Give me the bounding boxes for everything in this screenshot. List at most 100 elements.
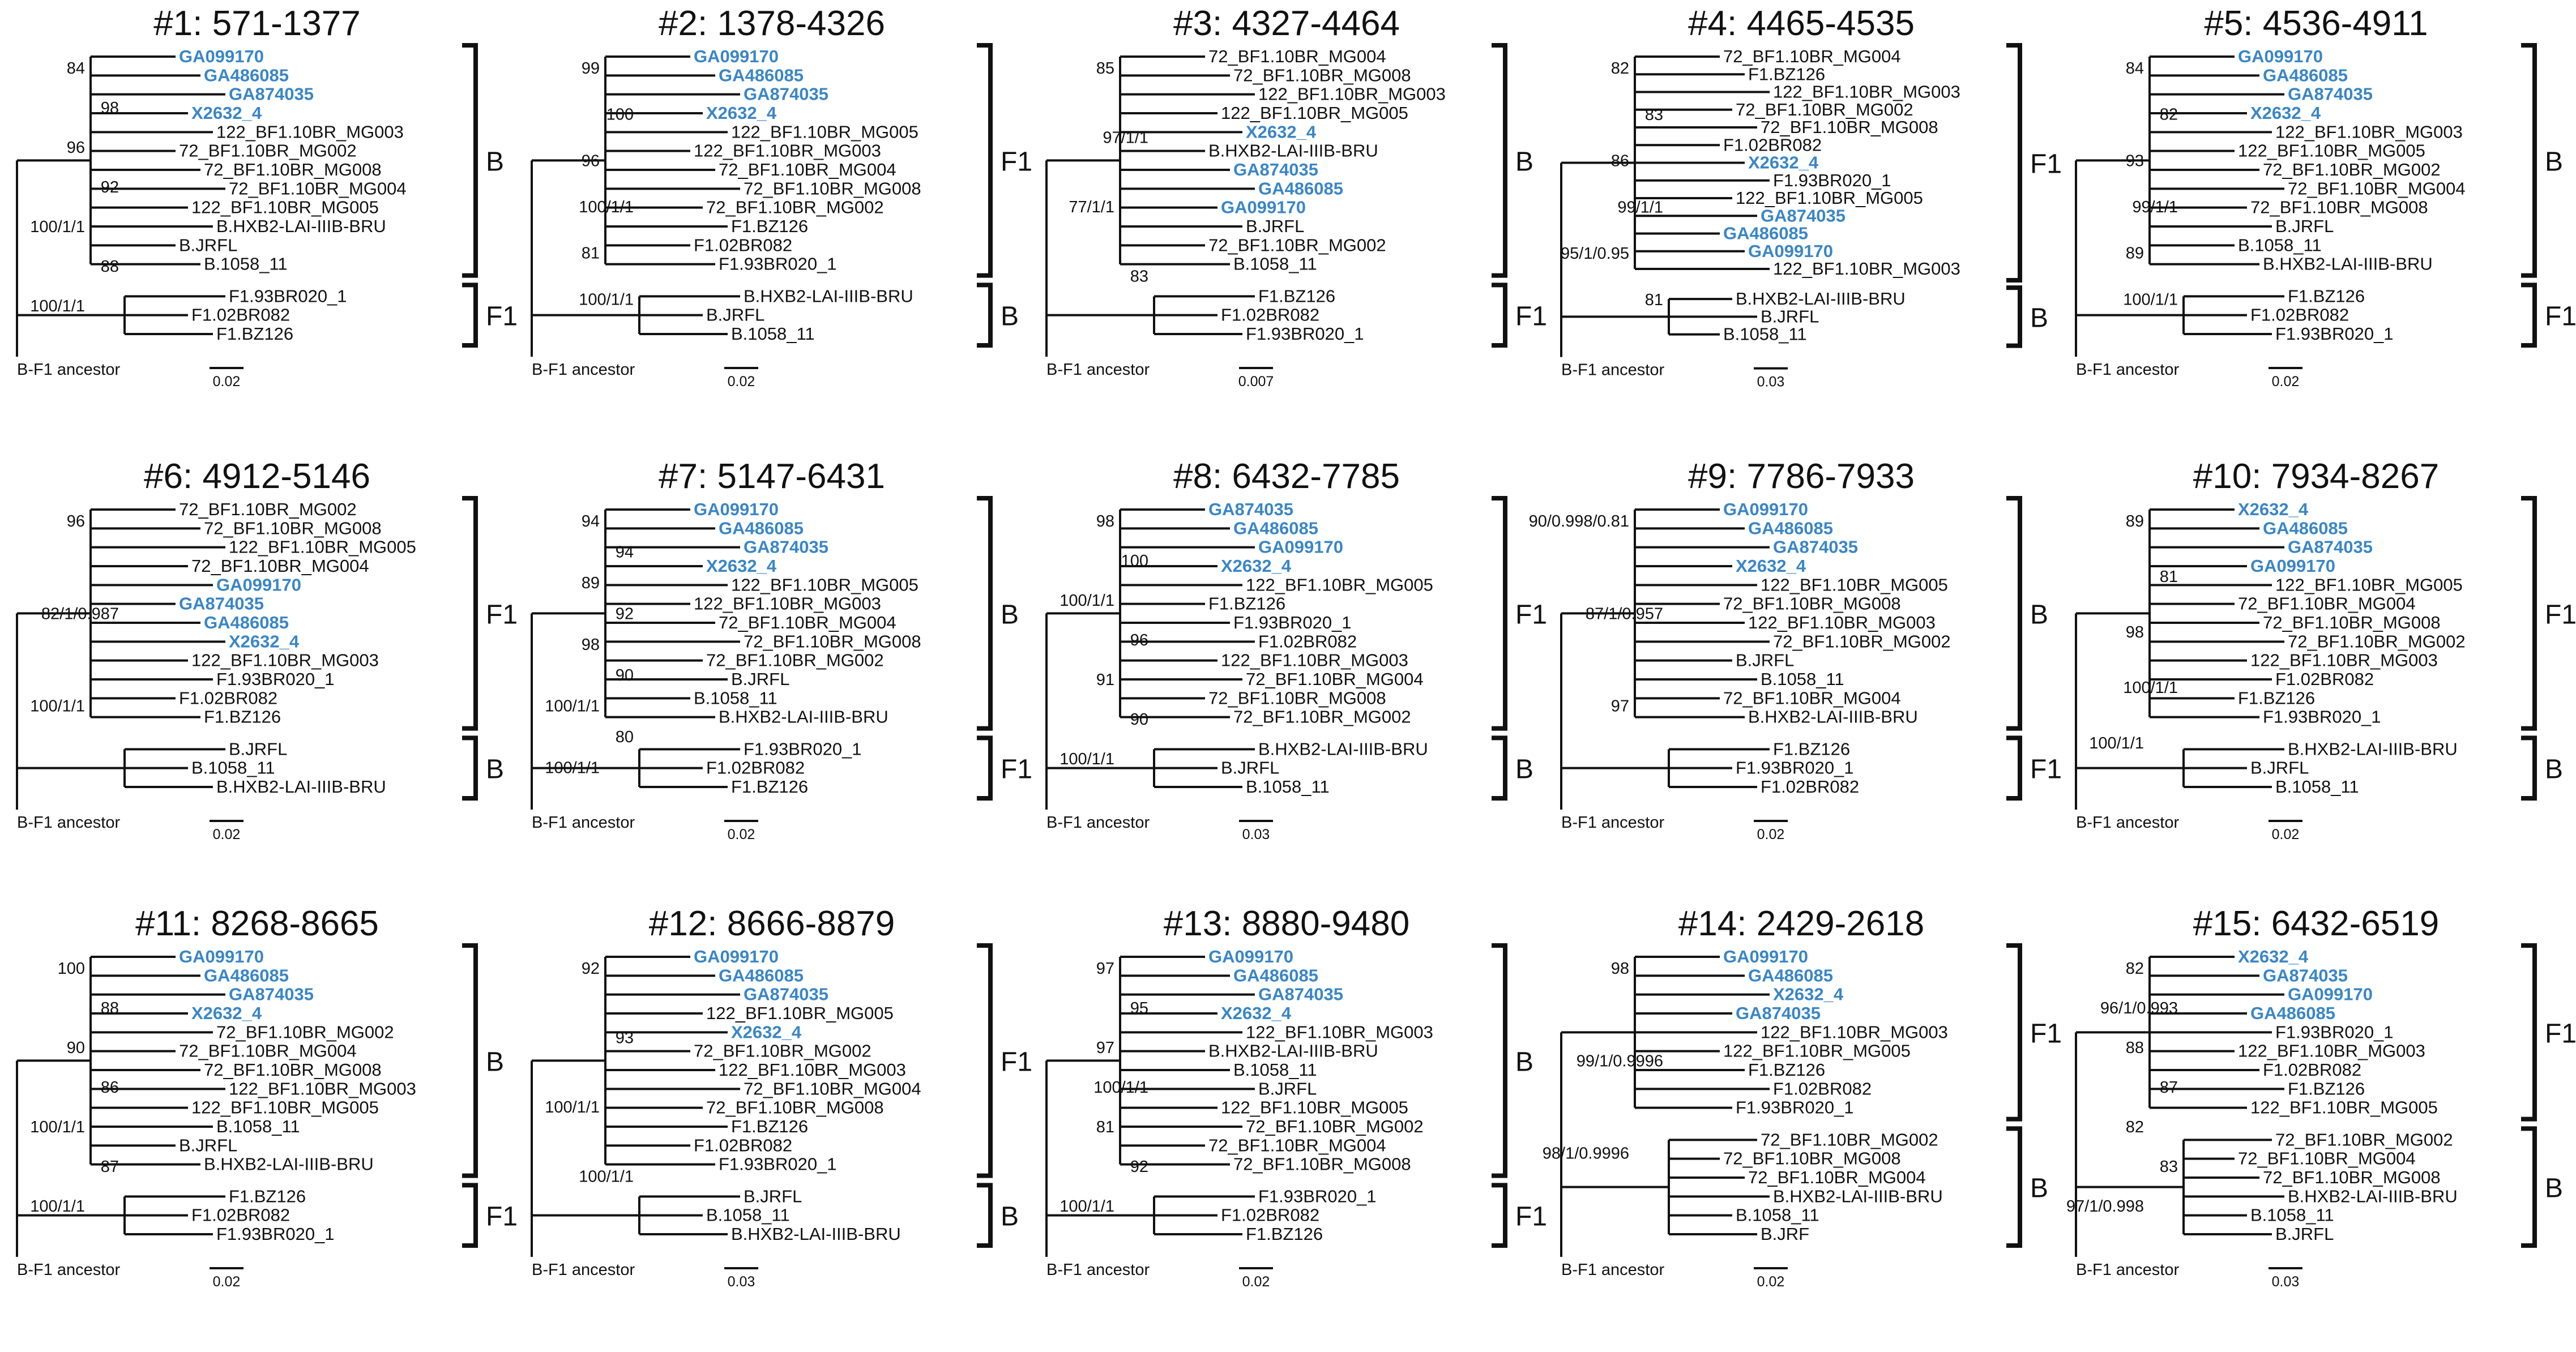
tip-label: GA486085: [1233, 518, 1318, 538]
tip-label: 72_BF1.10BR_MG008: [744, 178, 921, 198]
tip-label: B.JRFL: [706, 305, 764, 325]
ancestor-label: B-F1 ancestor: [2076, 1261, 2179, 1279]
tip-label: 122_BF1.10BR_MG005: [731, 575, 919, 594]
support-value: 86: [1611, 152, 1629, 170]
tip-label: 122_BF1.10BR_MG003: [1258, 84, 1446, 104]
tip-label: 122_BF1.10BR_MG005: [1723, 1041, 1911, 1061]
clade-bracket: [2006, 943, 2022, 1122]
tip-label: X2632_4: [1748, 153, 1819, 173]
tree-panel: #4: 4465-453572_BF1.10BR_MG004F1.BZ12612…: [1560, 4, 2062, 390]
support-value: 100/1/1: [1093, 1079, 1148, 1097]
tip-label: F1.93BR020_1: [216, 1224, 335, 1244]
tip-label: GA099170: [1258, 537, 1343, 557]
tree-panel: #14: 2429-2618GA099170GA486085X2632_4GA8…: [1543, 904, 2062, 1290]
tip-label: F1.93BR020_1: [1773, 170, 1891, 190]
tip-label: B.HXB2-LAI-IIIB-BRU: [216, 777, 386, 797]
support-value: 95: [1130, 999, 1148, 1017]
support-value: 92: [616, 605, 634, 623]
support-value: 97/1/0.998: [2066, 1197, 2144, 1216]
tip-label: B.JRFL: [731, 669, 789, 689]
ancestor-label: B-F1 ancestor: [2076, 361, 2179, 379]
tip-label: X2632_4: [1221, 556, 1292, 576]
tip-label: X2632_4: [706, 103, 777, 123]
ancestor-label: B-F1 ancestor: [1561, 361, 1664, 379]
tip-label: GA874035: [229, 985, 314, 1004]
tip-label: 122_BF1.10BR_MG003: [1773, 82, 1960, 102]
tip-label: GA486085: [1723, 224, 1808, 243]
scale-label: 0.02: [2272, 374, 2300, 390]
clade-bracket: [462, 943, 478, 1178]
tip-label: GA099170: [1221, 198, 1306, 217]
support-value: 90: [67, 1039, 85, 1057]
scale-label: 0.03: [2272, 1274, 2300, 1290]
tip-label: X2632_4: [731, 1022, 802, 1042]
clade-bracket: [1492, 943, 1507, 1178]
clade-label: F1: [486, 1202, 518, 1232]
tip-label: GA486085: [719, 518, 804, 538]
tip-label: B.1058_11: [1761, 669, 1844, 689]
clade-bracket: [2006, 735, 2022, 801]
tip-label: GA099170: [2250, 556, 2335, 576]
scale-label: 0.02: [1757, 1274, 1785, 1290]
tip-label: X2632_4: [1736, 556, 1806, 576]
clade-bracket: [977, 1183, 993, 1248]
tip-label: X2632_4: [1221, 1003, 1292, 1023]
tip-label: F1.93BR020_1: [1736, 1098, 1854, 1118]
clade-bracket: [1492, 43, 1507, 278]
support-value: 100/1/1: [30, 297, 85, 315]
tip-label: F1.BZ126: [2288, 286, 2365, 306]
tree-panel: #6: 4912-514672_BF1.10BR_MG00272_BF1.10B…: [16, 457, 518, 842]
tip-label: 72_BF1.10BR_MG008: [706, 1098, 884, 1118]
tip-label: 72_BF1.10BR_MG002: [694, 1041, 872, 1061]
tip-label: GA099170: [2288, 985, 2373, 1004]
support-value: 85: [1096, 59, 1114, 78]
tip-label: GA874035: [1736, 1003, 1821, 1023]
tip-label: 122_BF1.10BR_MG003: [1761, 1022, 1948, 1042]
tip-label: 72_BF1.10BR_MG008: [1723, 1149, 1901, 1169]
tip-label: B.HXB2-LAI-IIIB-BRU: [1748, 707, 1918, 727]
tip-label: B.HXB2-LAI-IIIB-BRU: [719, 707, 888, 727]
ancestor-label: B-F1 ancestor: [1561, 814, 1664, 832]
support-value: 84: [2126, 59, 2144, 78]
tip-label: B.HXB2-LAI-IIIB-BRU: [2263, 254, 2433, 274]
tip-label: F1.02BR082: [179, 688, 277, 708]
tip-label: GA486085: [204, 613, 289, 632]
tip-label: 122_BF1.10BR_MG005: [706, 1003, 894, 1023]
tip-label: 72_BF1.10BR_MG008: [2263, 1167, 2441, 1187]
support-value: 96: [1130, 631, 1148, 649]
support-value: 97/1/1: [1103, 129, 1148, 147]
clade-label: B: [2030, 1174, 2048, 1204]
support-value: 100/1/1: [579, 198, 634, 216]
tip-label: F1.02BR082: [1773, 1079, 1872, 1098]
clade-bracket: [2521, 735, 2537, 801]
tip-label: GA099170: [694, 46, 779, 66]
panel-title: #6: 4912-5146: [144, 457, 370, 496]
scale-label: 0.02: [1757, 827, 1785, 842]
tip-label: B.1058_11: [1233, 1060, 1317, 1080]
tip-label: F1.02BR082: [694, 235, 792, 255]
support-value: 100/1/1: [2123, 679, 2178, 697]
support-value: 91: [1096, 671, 1114, 689]
tip-label: F1.02BR082: [2250, 305, 2349, 325]
tip-label: 122_BF1.10BR_MG005: [2275, 575, 2463, 594]
ancestor-label: B-F1 ancestor: [17, 361, 120, 379]
panel-title: #2: 1378-4326: [659, 4, 885, 43]
tip-label: GA486085: [2250, 1003, 2335, 1023]
tip-label: B.1058_11: [191, 758, 275, 778]
panel-title: #9: 7786-7933: [1688, 457, 1915, 496]
clade-label: B: [1515, 755, 1533, 785]
tip-label: F1.BZ126: [1748, 64, 1825, 84]
tree-panel: #9: 7786-7933GA099170GA486085GA874035X26…: [1529, 457, 2062, 842]
tip-label: F1.93BR020_1: [2263, 707, 2381, 727]
tip-label: F1.93BR020_1: [2275, 1022, 2394, 1042]
tip-label: F1.93BR020_1: [1258, 1186, 1377, 1206]
scale-label: 0.02: [213, 1274, 241, 1290]
tip-label: B.JRFL: [229, 739, 287, 759]
support-value: 89: [2126, 512, 2144, 530]
clade-bracket: [2521, 43, 2537, 278]
tip-label: 72_BF1.10BR_MG002: [706, 198, 884, 217]
scale-label: 0.007: [1238, 374, 1274, 390]
tip-label: 72_BF1.10BR_MG004: [1246, 669, 1424, 689]
tip-label: 72_BF1.10BR_MG008: [204, 160, 382, 179]
tip-label: 122_BF1.10BR_MG003: [1748, 613, 1936, 632]
